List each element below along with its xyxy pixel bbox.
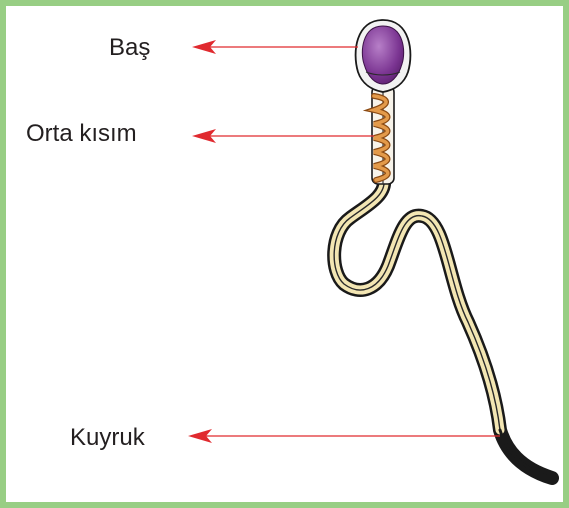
tail bbox=[334, 180, 552, 478]
label-head: Baş bbox=[109, 36, 150, 60]
head bbox=[356, 20, 411, 92]
label-midpiece: Orta kısım bbox=[26, 122, 137, 146]
midpiece bbox=[372, 86, 394, 184]
label-tail: Kuyruk bbox=[70, 426, 145, 450]
arrow-tail-pointer bbox=[188, 429, 500, 443]
arrow-midpiece-pointer bbox=[192, 129, 374, 143]
arrow-head-pointer bbox=[192, 40, 358, 54]
